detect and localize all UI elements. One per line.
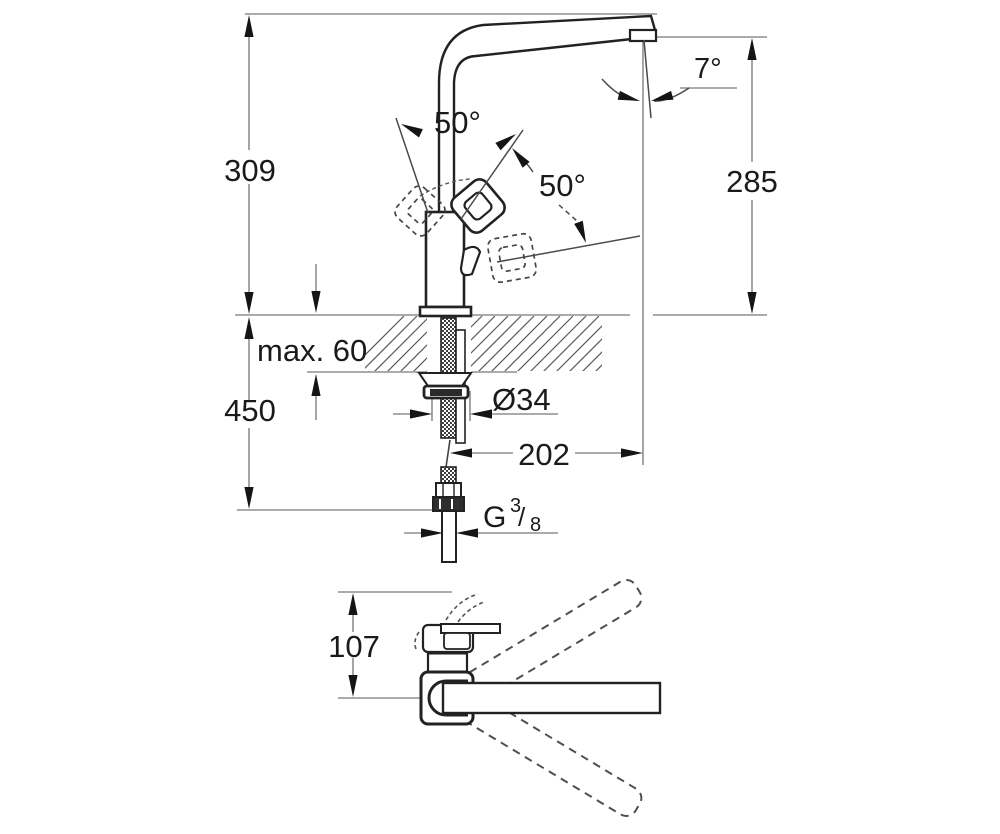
handle-lever <box>450 178 506 234</box>
dim-50deg-upper-label: 50° <box>434 105 481 140</box>
hose-line <box>445 439 451 468</box>
arrowhead <box>649 90 674 106</box>
dim-o34-label: Ø34 <box>492 382 551 417</box>
outlet-axis-line <box>643 39 652 119</box>
handle-knob-inner <box>463 191 493 221</box>
thread-numerator: 3 <box>510 495 521 517</box>
connector-nut <box>432 496 465 512</box>
handle-limit-line-right <box>460 129 524 220</box>
spout-top-view <box>441 681 662 715</box>
arrowhead <box>617 90 642 106</box>
dim-max60-label: max. 60 <box>257 333 367 368</box>
dim-topview-depth-107: 107 <box>328 593 380 697</box>
dim-counter-thickness-max60: max. 60 <box>257 264 367 420</box>
handle-limit-line-left <box>395 117 429 214</box>
thread-slash: / <box>518 502 526 532</box>
spout-swivel-ghost-up <box>451 579 643 708</box>
handle-ghost-outer <box>486 232 538 284</box>
side-view <box>394 14 658 563</box>
extension-lines <box>235 13 767 699</box>
connector-nut-slits <box>439 499 453 509</box>
dim-thread-g38: G 3 / 8 <box>404 495 558 538</box>
dim-285-label: 285 <box>726 164 778 199</box>
base-flange <box>418 305 473 318</box>
handle-position-back <box>394 185 446 237</box>
spout-swivel-ghost-down <box>451 688 643 817</box>
countertop-hatch <box>365 316 602 371</box>
dim-handle-angle-upper-50: 50° <box>395 105 524 220</box>
arrowhead <box>470 409 492 419</box>
handle-ghost-outer <box>394 185 446 237</box>
top-view <box>414 579 662 817</box>
arrowhead <box>244 15 254 37</box>
arrowhead <box>421 528 443 538</box>
hose-connector <box>440 466 457 484</box>
riser-and-spout-outline <box>437 14 657 211</box>
topview-extension-lines <box>338 591 452 699</box>
handle-ghost-inner <box>498 244 526 272</box>
hatch-lines <box>365 316 602 371</box>
arrowhead <box>747 292 757 314</box>
dim-450-label: 450 <box>224 393 276 428</box>
faucet-body <box>424 210 466 309</box>
dim-base-diameter-o34: Ø34 <box>393 382 558 419</box>
handle-knob-inner-top-view <box>443 632 471 650</box>
base-inner-detail <box>427 679 468 717</box>
dim-overall-height-309: 309 <box>224 15 276 314</box>
arrowhead <box>508 145 530 168</box>
connector-hex-lines <box>442 483 455 497</box>
arrowhead <box>244 487 254 509</box>
arrowhead <box>456 528 478 538</box>
spout-ghost <box>451 579 643 708</box>
handle-position-front <box>486 232 538 284</box>
arrowhead <box>348 593 358 615</box>
arrowhead <box>244 317 254 339</box>
angle-arc <box>601 78 690 102</box>
dim-outlet-angle-7: 7° <box>601 39 722 119</box>
dim-spout-reach-202: 202 <box>450 437 643 472</box>
dim-107-label: 107 <box>328 629 380 664</box>
arrowhead <box>574 220 591 245</box>
dim-outlet-height-285: 285 <box>726 38 778 314</box>
dim-309-label: 309 <box>224 153 276 188</box>
dim-7deg-label: 7° <box>694 53 722 85</box>
mounting-nut <box>430 389 462 396</box>
arrowhead <box>311 374 321 396</box>
thread-g-label: G <box>483 501 506 534</box>
mounting-cone <box>417 372 473 387</box>
arrowhead <box>348 675 358 697</box>
arrowhead <box>621 448 643 458</box>
arrowhead <box>311 291 321 313</box>
thread-denominator: 8 <box>530 514 541 536</box>
arrowhead <box>410 409 432 419</box>
connector-hex <box>435 482 462 498</box>
dim-202-label: 202 <box>518 437 570 472</box>
supply-tube <box>441 510 457 563</box>
arrowhead <box>747 38 757 60</box>
aerator <box>628 28 658 43</box>
dim-handle-angle-lower-50: 50° <box>496 145 641 263</box>
arrowhead <box>450 448 472 458</box>
spout-ghost <box>451 688 643 817</box>
dim-50deg-lower-label: 50° <box>539 168 586 203</box>
arrowhead <box>244 292 254 314</box>
handle-motion-dashes-top <box>414 593 485 652</box>
dim-hose-length-450: 450 <box>224 317 276 509</box>
handle-base <box>459 245 482 277</box>
handle-lever-top-view <box>440 623 501 634</box>
arrowhead <box>399 119 423 138</box>
handle-limit-line-lower <box>496 235 641 263</box>
